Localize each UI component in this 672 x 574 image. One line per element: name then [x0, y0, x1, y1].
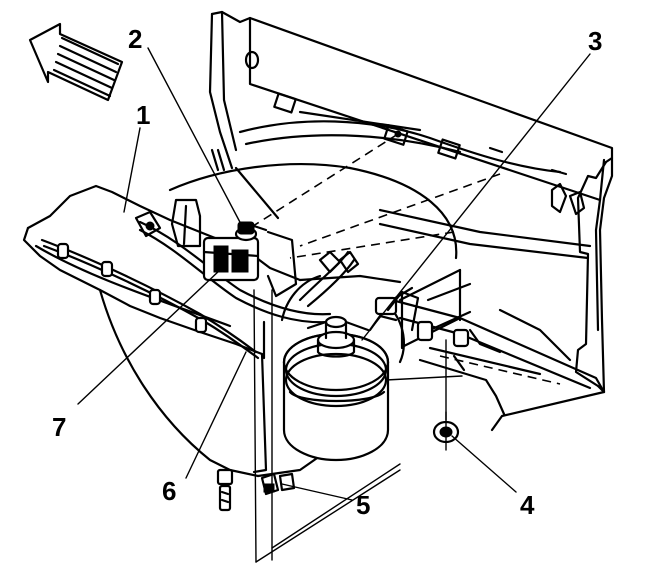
svg-text:1: 1: [136, 100, 150, 130]
fuel-pump-module: [282, 296, 398, 462]
alignment-lines: [249, 130, 501, 259]
electrical-connector: [202, 236, 260, 282]
mounting-bolt: [234, 221, 268, 242]
floor-pan: [390, 286, 606, 432]
callout-2: 2: [128, 24, 142, 54]
harness-clip: [56, 242, 208, 334]
svg-text:2: 2: [128, 24, 142, 54]
callout-7: 7: [52, 412, 66, 442]
callout-5: 5: [356, 490, 370, 520]
svg-text:6: 6: [162, 476, 176, 506]
callout-1: 1: [136, 100, 150, 130]
callout-4: 4: [520, 490, 535, 520]
svg-text:4: 4: [520, 490, 535, 520]
svg-text:7: 7: [52, 412, 66, 442]
svg-text:5: 5: [356, 490, 370, 520]
module-retainer: [386, 268, 472, 350]
vehicle-body-panel: [208, 10, 614, 394]
svg-text:3: 3: [588, 26, 602, 56]
front-direction-arrow-icon: [28, 22, 124, 102]
install-guide-lines: [253, 289, 463, 563]
fuel-tank: [22, 163, 458, 478]
callout-3: 3: [588, 26, 602, 56]
retaining-nut: [432, 411, 460, 451]
lower-fasteners: [216, 468, 296, 512]
leader-lines: [77, 47, 591, 501]
callout-6: 6: [162, 476, 176, 506]
